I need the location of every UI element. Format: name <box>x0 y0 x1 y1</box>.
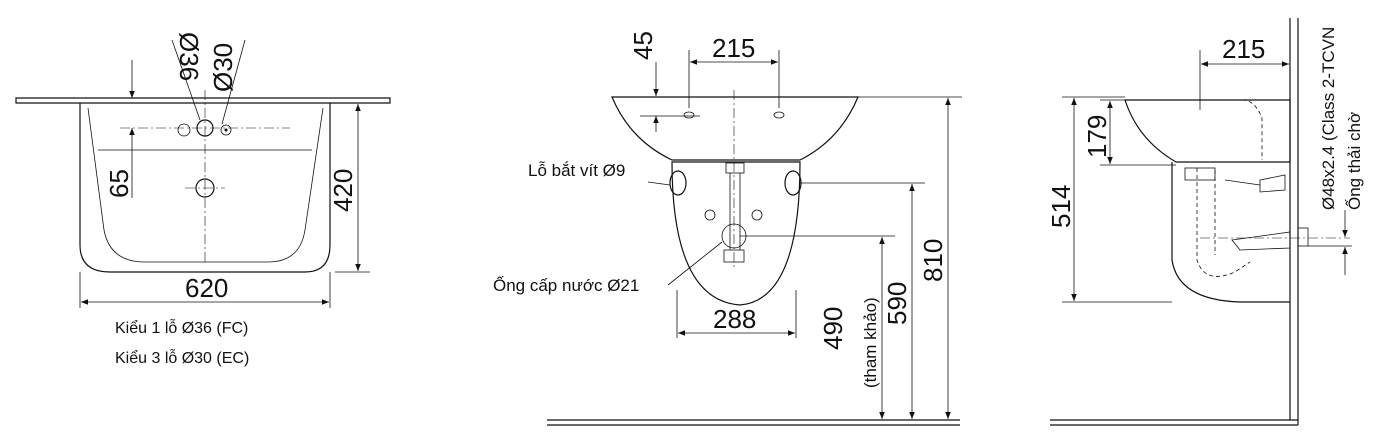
dim-215-middle: 215 <box>712 33 755 63</box>
caption-ec: Kiểu 3 lỗ Ø30 (EC) <box>115 348 249 367</box>
label-water-pipe: Ống cấp nước Ø21 <box>493 275 639 295</box>
middle-view: 45 215 Lỗ bắt vít Ø9 Ống cấp nước Ø21 28… <box>493 31 962 426</box>
basin-inner <box>87 107 324 263</box>
pedestal-side <box>1171 162 1290 303</box>
dim-420: 420 <box>328 169 358 212</box>
dim-215-side: 215 <box>1222 34 1265 64</box>
basin-bowl <box>611 96 859 161</box>
tap-hole-right <box>220 124 232 136</box>
side-view: 215 179 514 Ø48x2.4 (Class 2-TCVN Ống th… <box>1046 18 1364 426</box>
dim-65: 65 <box>104 169 134 198</box>
drain-hole <box>195 178 215 198</box>
basin-rim <box>15 97 391 104</box>
label-drain-pipe: Ống thải chờ <box>1344 112 1364 210</box>
tap-hole-left <box>177 123 191 137</box>
dim-590: 590 <box>882 282 912 325</box>
label-screw-hole: Lỗ bắt vít Ø9 <box>528 161 625 180</box>
dim-179: 179 <box>1082 115 1112 158</box>
label-hole-36: Ø36 <box>174 32 204 81</box>
dim-810: 810 <box>918 239 948 282</box>
caption-fc: Kiểu 1 lỗ Ø36 (FC) <box>115 318 248 337</box>
label-hole-30: Ø30 <box>208 43 238 92</box>
pedestal <box>671 161 801 306</box>
dim-288: 288 <box>713 304 756 334</box>
basin-side <box>1124 99 1291 163</box>
front-view: 620 420 65 Ø36 Ø30 Kiểu 1 lỗ Ø36 (FC) Ki… <box>15 32 391 367</box>
label-reference: (tham khảo) <box>861 297 880 388</box>
dim-514: 514 <box>1046 185 1076 228</box>
dim-490: 490 <box>818 307 848 350</box>
label-drain-spec: Ø48x2.4 (Class 2-TCVN <box>1319 27 1338 210</box>
dim-45: 45 <box>628 31 658 60</box>
dim-620: 620 <box>185 273 228 303</box>
basin-outer <box>79 103 331 273</box>
